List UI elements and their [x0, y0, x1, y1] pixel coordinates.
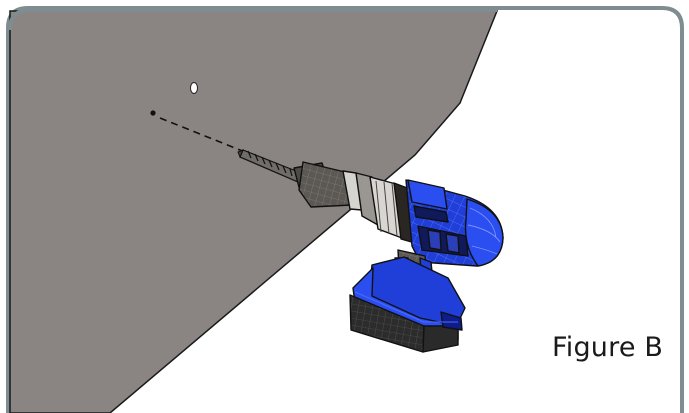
pilot-hole: [190, 82, 198, 94]
drill-mark: [150, 110, 156, 116]
alignment-guide: [159, 117, 246, 153]
battery-pack: [349, 256, 466, 353]
cordless-drill: [293, 161, 504, 353]
figure-caption: Figure B: [552, 332, 664, 363]
